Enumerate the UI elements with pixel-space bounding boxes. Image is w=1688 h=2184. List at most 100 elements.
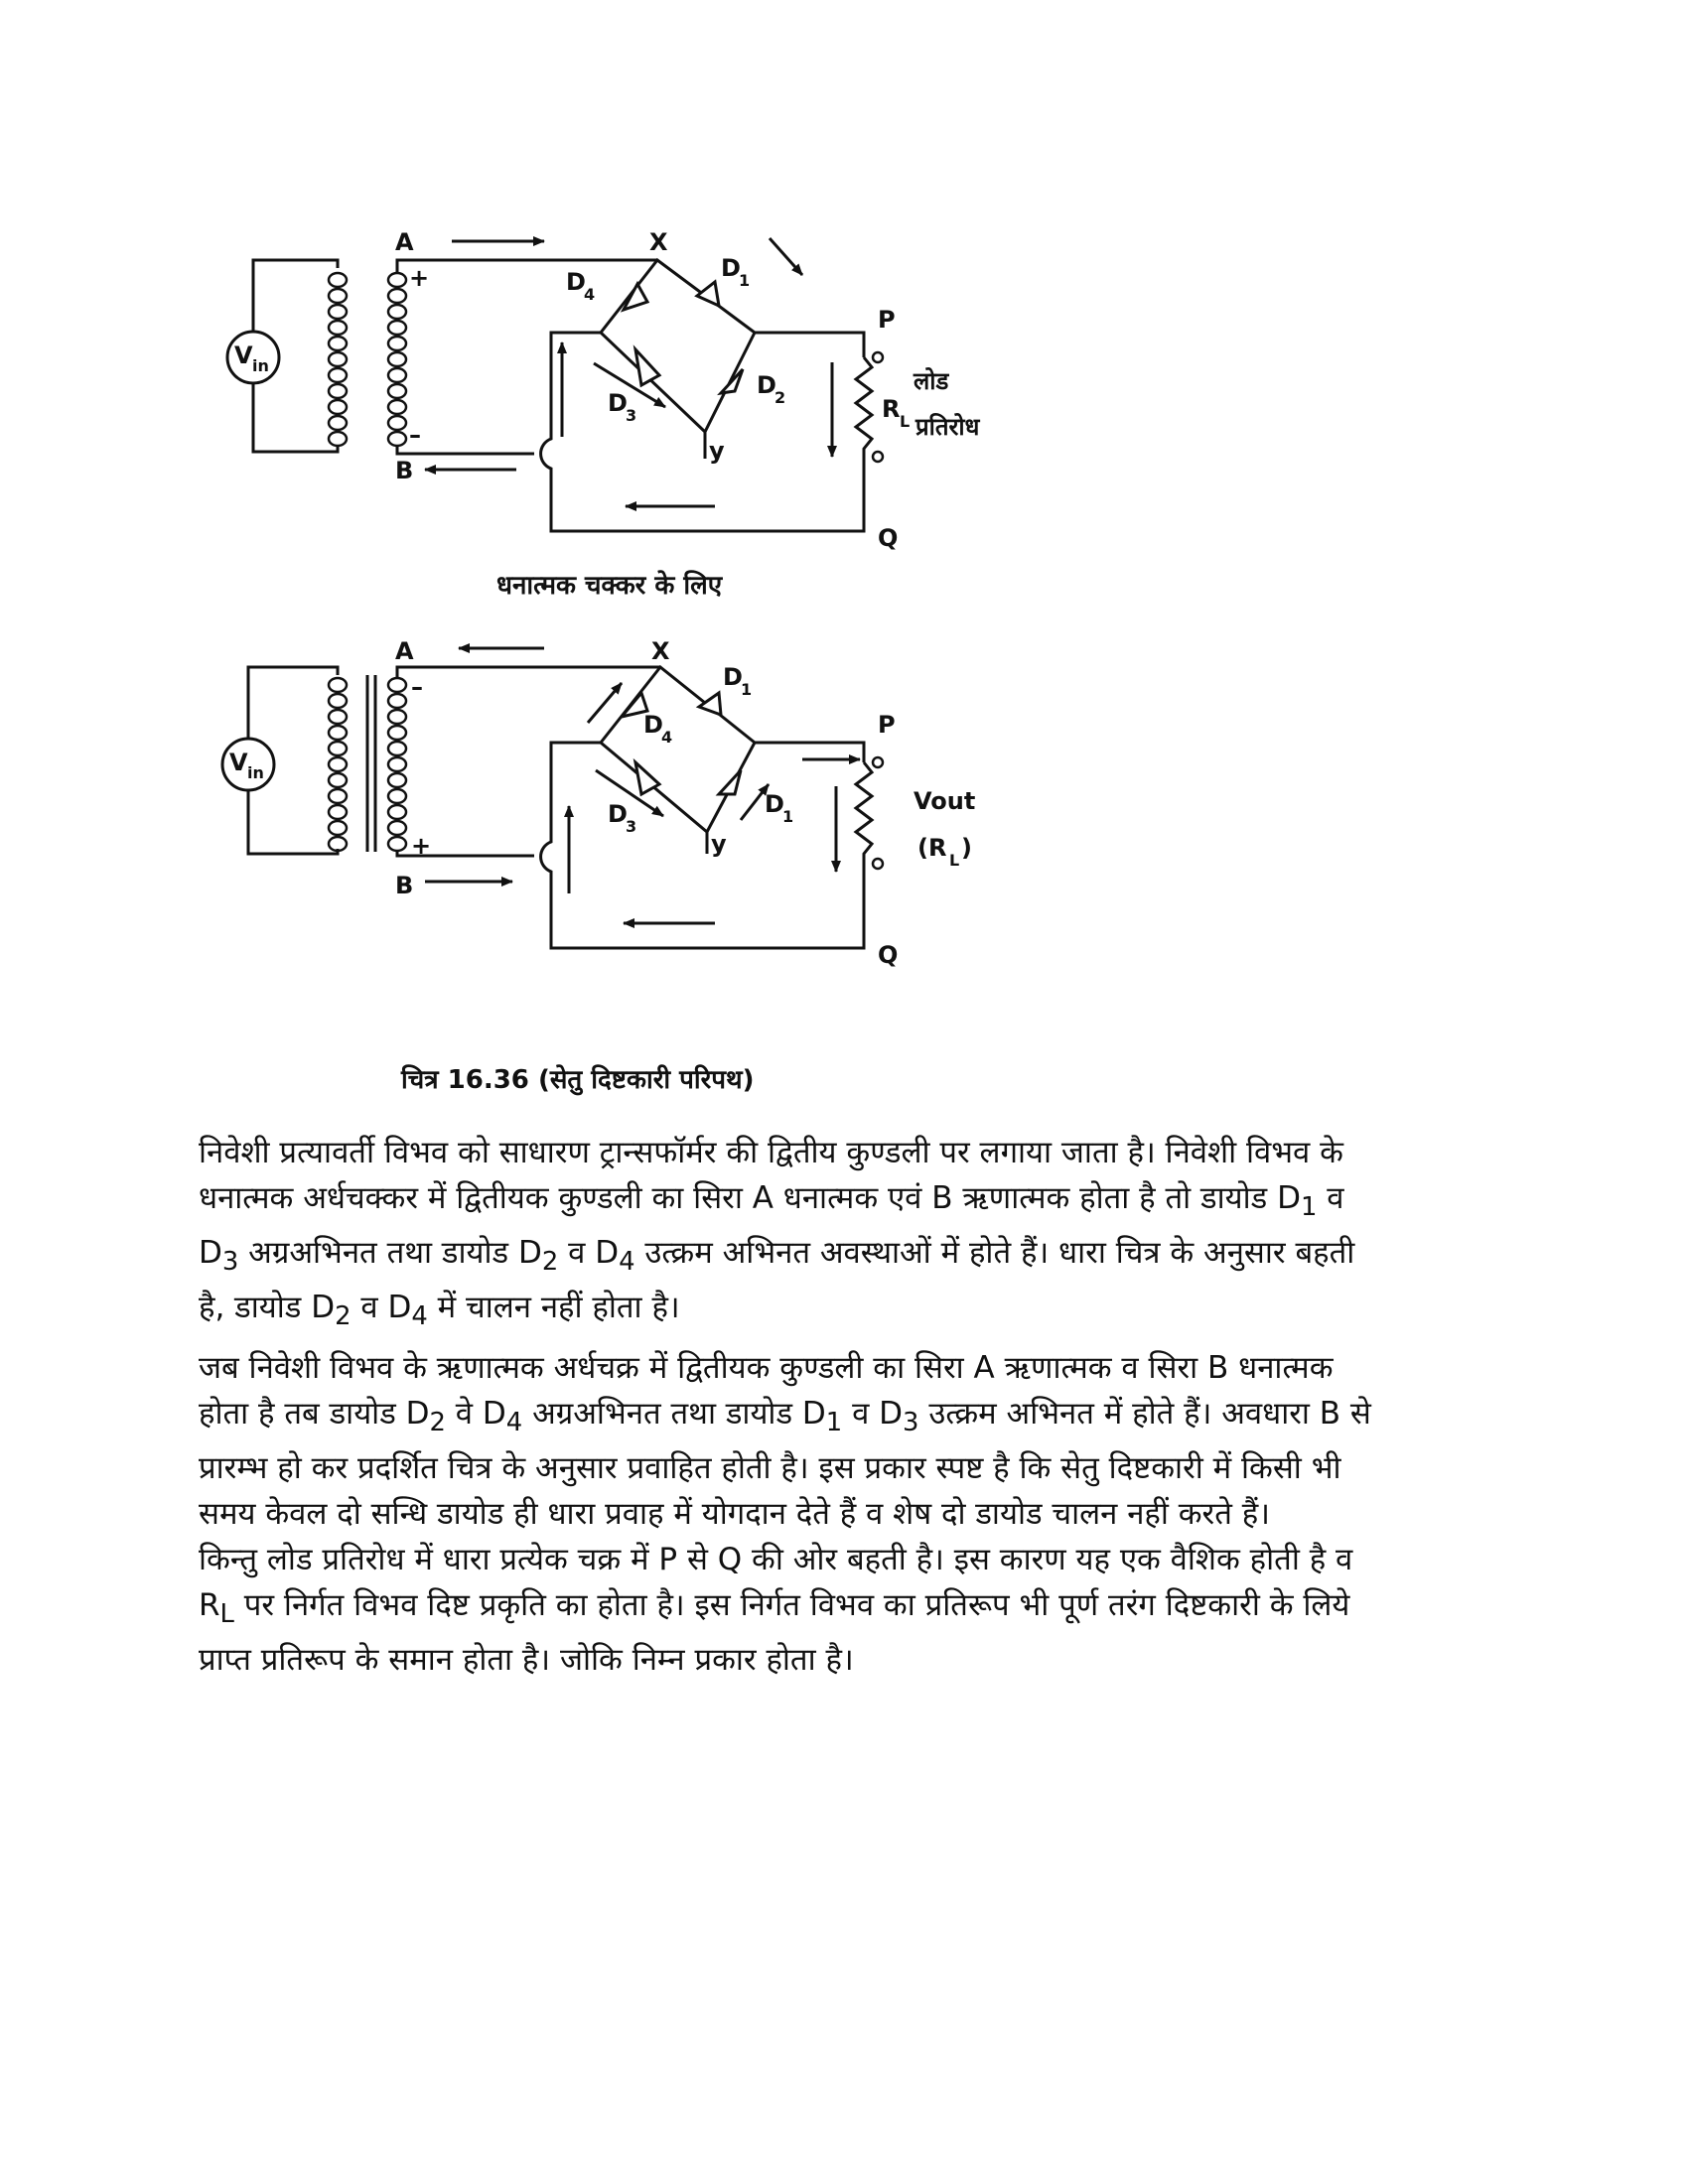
p2-text-2d: व D — [842, 1396, 904, 1432]
p1-text-2: धनात्मक अर्धचक्कर में द्वितीयक कुण्डली क… — [199, 1180, 1301, 1216]
p2-text-5: किन्तु लोड प्रतिरोध में धारा प्रत्येक चक… — [199, 1542, 1353, 1578]
p2-text-2a: होता है तब डायोड D — [199, 1396, 430, 1432]
diode-d2-icon — [717, 367, 745, 396]
p2-line-4: समय केवल दो सन्धि डायोड ही धारा प्रवाह म… — [199, 1491, 1499, 1537]
p1-text-3a: D — [199, 1235, 222, 1272]
p2-sub-6a: L — [219, 1599, 234, 1630]
current-arrow-d3-2 — [595, 768, 664, 818]
top-circuit: V in — [225, 228, 981, 601]
terminal-q-icon-2 — [871, 857, 885, 871]
terminal-p-icon — [871, 350, 885, 364]
p1-sub-3a: 3 — [221, 1247, 239, 1278]
p1-text-3b: अग्रअभिनत तथा डायोड D — [238, 1235, 542, 1272]
p2-text-4: समय केवल दो सन्धि डायोड ही धारा प्रवाह म… — [199, 1496, 1270, 1533]
resistor-rl-icon-2 — [853, 761, 875, 864]
vout-label: Vout — [914, 787, 975, 815]
p2-text-2c: अग्रअभिनत तथा डायोड D — [522, 1396, 826, 1432]
current-arrow-d4-2 — [586, 682, 624, 724]
d1-label: D — [721, 254, 741, 282]
ac-source-icon — [225, 330, 281, 385]
rl-sub: L — [900, 412, 910, 431]
paragraph-1: निवेशी प्रत्यावर्ती विभव को साधारण ट्रान… — [199, 1130, 1499, 1340]
p1-text-4b: व D — [351, 1290, 412, 1326]
wire-bridge-to-q-2 — [539, 741, 866, 950]
p1-line-1: निवेशी प्रत्यावर्ती विभव को साधारण ट्रान… — [199, 1130, 1499, 1175]
figure-caption: चित्र 16.36 (सेतु दिष्टकारी परिपथ) — [400, 1064, 755, 1096]
p1-text-4c: में चालन नहीं होता है। — [427, 1290, 680, 1326]
resistor-rl-icon — [853, 356, 875, 457]
plus-sign-2: + — [411, 832, 431, 860]
p2-line-2: होता है तब डायोड D2 वे D4 अग्रअभिनत तथा … — [199, 1391, 1499, 1445]
diode-d2-icon-2 — [715, 768, 743, 796]
current-arrow-d3 — [593, 361, 666, 409]
node-p-label-2: P — [878, 711, 896, 739]
diode-d4-icon-2 — [617, 689, 649, 720]
diode-d1-icon-2 — [695, 690, 723, 718]
p1-sub-3c: 4 — [619, 1247, 635, 1278]
secondary-coil-icon-2 — [386, 676, 408, 853]
current-arrow-d1-2 — [739, 783, 771, 821]
load-label-1: लोड — [913, 367, 949, 395]
primary-coil-icon — [327, 268, 350, 448]
wire-to-p — [755, 331, 866, 357]
d3-label-2: D — [608, 800, 628, 828]
d1-top-label: D — [723, 663, 743, 691]
p1-sub-4a: 2 — [335, 1301, 352, 1332]
p1-sub-2: 1 — [1301, 1192, 1318, 1223]
source-label-sub: in — [252, 356, 269, 375]
p1-text-3d: उत्क्रम अभिनत अवस्थाओं में होते हैं। धार… — [634, 1235, 1355, 1272]
p2-line-1: जब निवेशी विभव के ऋणात्मक अर्धचक्र में द… — [199, 1345, 1499, 1391]
p2-text-3: प्रारम्भ हो कर प्रदर्शित चित्र के अनुसार… — [199, 1450, 1341, 1487]
p2-text-6b: पर निर्गत विभव दिष्ट प्रकृति का होता है।… — [233, 1587, 1350, 1624]
p2-line-6: RL पर निर्गत विभव दिष्ट प्रकृति का होता … — [199, 1582, 1499, 1637]
p2-text-1: जब निवेशी विभव के ऋणात्मक अर्धचक्र में द… — [199, 1350, 1334, 1386]
p2-sub-2a: 2 — [429, 1408, 446, 1438]
wire-a-to-x — [395, 258, 657, 273]
node-x-label: X — [649, 228, 668, 256]
p2-text-2e: उत्क्रम अभिनत में होते हैं। अवधारा B से — [918, 1396, 1371, 1432]
node-y-label-2: y — [711, 830, 727, 858]
node-b-label: B — [395, 457, 413, 484]
d4-label-2: D — [643, 711, 663, 739]
rl-sub-2: L — [949, 851, 959, 870]
top-figure-caption: धनात्मक चक्कर के लिए — [496, 570, 724, 601]
p1-text-4a: है, डायोड D — [199, 1290, 336, 1326]
p1-text-1: निवेशी प्रत्यावर्ती विभव को साधारण ट्रान… — [199, 1135, 1343, 1170]
d4-sub: 4 — [584, 285, 595, 304]
bottom-circuit: V in — [220, 637, 975, 969]
rl-close-label: ) — [961, 834, 972, 862]
primary-coil-icon-2 — [327, 675, 350, 853]
diode-d1-icon — [694, 279, 721, 309]
p2-line-3: प्रारम्भ हो कर प्रदर्शित चित्र के अनुसार… — [199, 1445, 1499, 1491]
diode-d4-icon — [620, 280, 650, 313]
d2-sub: 2 — [774, 388, 785, 407]
p1-text-2-tail: व — [1317, 1180, 1344, 1216]
d1-right-sub: 1 — [782, 807, 793, 826]
p1-text-3c: व D — [558, 1235, 620, 1272]
p2-line-7: प्राप्त प्रतिरूप के समान होता है। जोकि न… — [199, 1637, 1499, 1683]
bridge-rectifier-figure: V in — [220, 228, 981, 1096]
p2-text-7: प्राप्त प्रतिरूप के समान होता है। जोकि न… — [199, 1642, 854, 1679]
node-a-label-2: A — [395, 637, 414, 665]
wire-bridge-to-q — [539, 331, 866, 533]
node-q-label: Q — [878, 524, 898, 552]
plus-sign: + — [409, 264, 429, 292]
node-b-label-2: B — [395, 872, 413, 899]
p1-line-2: धनात्मक अर्धचक्कर में द्वितीयक कुण्डली क… — [199, 1175, 1499, 1230]
d4-sub-2: 4 — [661, 728, 672, 747]
p2-text-2b: वे D — [445, 1396, 506, 1432]
p2-sub-2b: 4 — [505, 1408, 523, 1438]
d4-label: D — [566, 268, 586, 296]
secondary-coil-icon — [386, 271, 408, 448]
p2-sub-2d: 3 — [903, 1408, 919, 1438]
p1-sub-3b: 2 — [541, 1247, 559, 1278]
wire-a-to-x-2 — [395, 665, 660, 678]
source-loop-wire — [251, 258, 340, 454]
d3-label: D — [608, 389, 628, 417]
node-a-label: A — [395, 228, 414, 256]
d1-right-label: D — [765, 790, 784, 818]
p2-line-5: किन्तु लोड प्रतिरोध में धारा प्रत्येक चक… — [199, 1537, 1499, 1582]
d2-label: D — [757, 371, 776, 399]
d3-sub-2: 3 — [626, 817, 636, 836]
wire-b — [395, 446, 534, 456]
